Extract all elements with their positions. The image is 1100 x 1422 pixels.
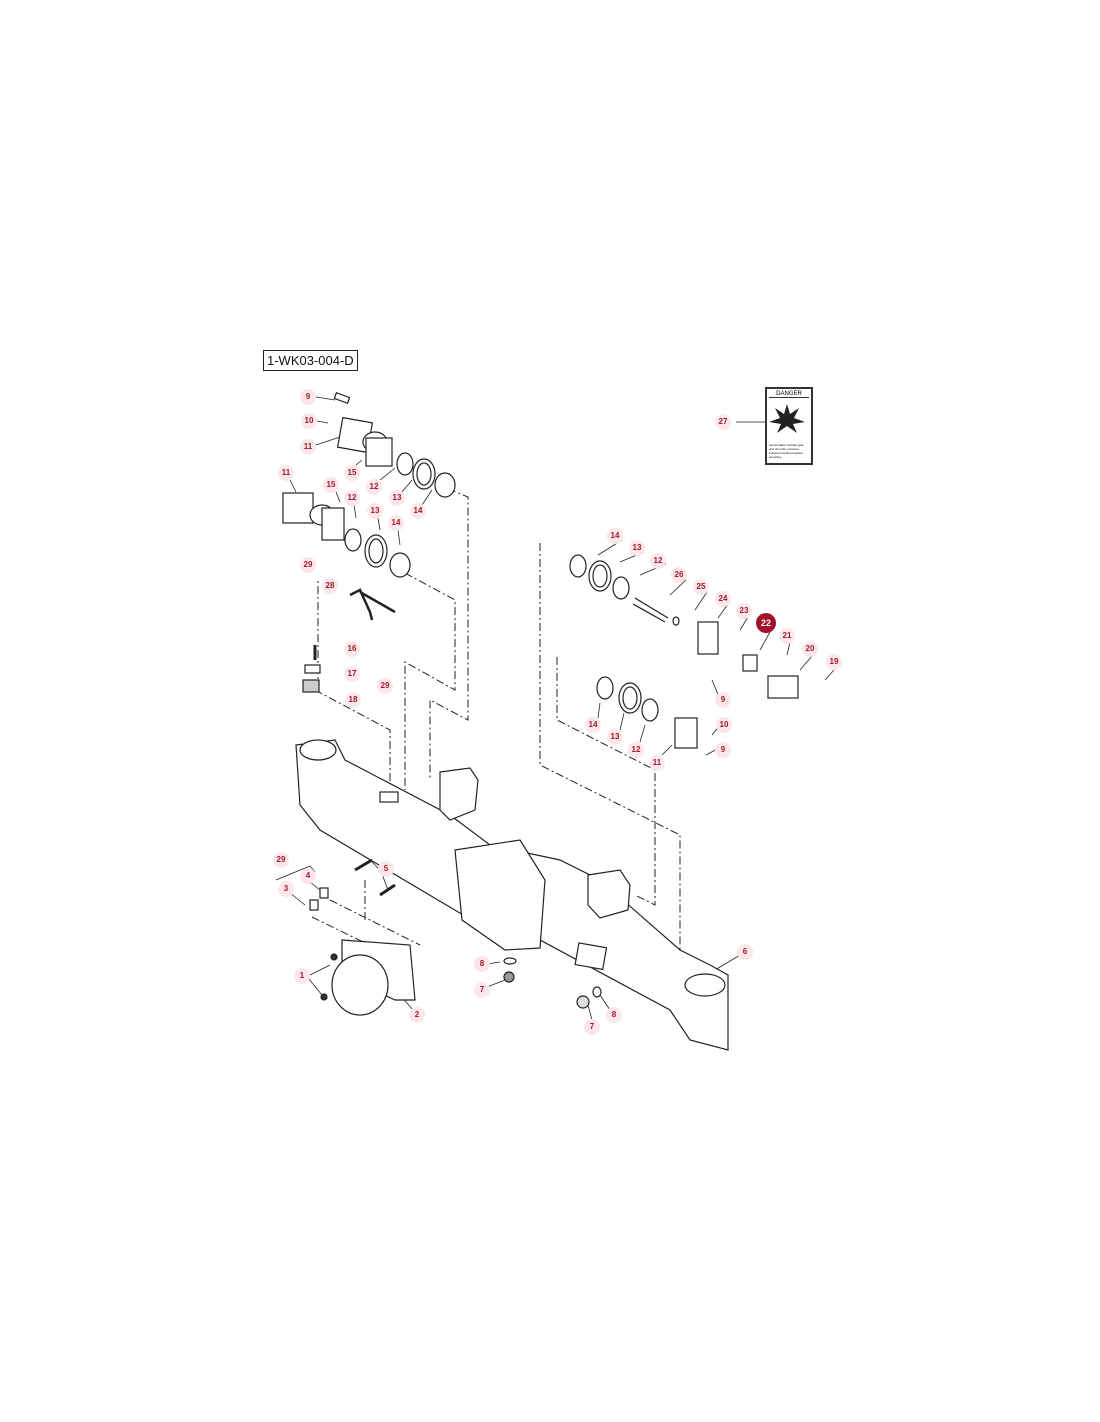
- callout[interactable]: 14: [607, 528, 623, 544]
- callout[interactable]: 2: [409, 1007, 425, 1023]
- callout[interactable]: 7: [584, 1019, 600, 1035]
- callout[interactable]: 8: [606, 1007, 622, 1023]
- callout[interactable]: 19: [826, 654, 842, 670]
- callout[interactable]: 20: [802, 641, 818, 657]
- callout[interactable]: 11: [649, 755, 665, 771]
- cover-20: [767, 675, 799, 699]
- accumulator: [331, 954, 389, 1016]
- block-18: [302, 679, 320, 693]
- callout[interactable]: 16: [344, 641, 360, 657]
- callout[interactable]: 10: [716, 717, 732, 733]
- callout[interactable]: 13: [629, 540, 645, 556]
- parts: [282, 392, 799, 1051]
- callout[interactable]: 27: [715, 414, 731, 430]
- callout[interactable]: 23: [736, 603, 752, 619]
- callout[interactable]: 11: [300, 439, 316, 455]
- callout[interactable]: 17: [344, 666, 360, 682]
- housing-11-right: [674, 717, 698, 749]
- explosion-icon: [769, 404, 805, 433]
- callout[interactable]: 14: [410, 503, 426, 519]
- callout[interactable]: 29: [377, 678, 393, 694]
- ring-12-upper: [396, 452, 414, 476]
- bearing-14-upper: [434, 472, 456, 498]
- callout[interactable]: 12: [344, 490, 360, 506]
- decal-heading: DANGER: [769, 391, 809, 398]
- housing-24: [697, 621, 719, 655]
- callout[interactable]: 26: [671, 567, 687, 583]
- callout[interactable]: 5: [378, 861, 394, 877]
- callout[interactable]: 28: [322, 578, 338, 594]
- decal-text: Accumulator contains gas and oil under p…: [769, 443, 804, 459]
- leader-lines: [275, 396, 835, 1021]
- callout[interactable]: 21: [779, 628, 795, 644]
- bolt-9: [333, 392, 351, 404]
- callout-highlighted[interactable]: 22: [756, 613, 776, 633]
- callout[interactable]: 9: [300, 389, 316, 405]
- plate-17: [304, 664, 321, 674]
- callout[interactable]: 29: [273, 852, 289, 868]
- callout[interactable]: 1: [294, 968, 310, 984]
- callout[interactable]: 13: [367, 503, 383, 519]
- callout[interactable]: 18: [345, 692, 361, 708]
- callout[interactable]: 8: [474, 956, 490, 972]
- callout[interactable]: 10: [301, 413, 317, 429]
- switch-22: [742, 654, 758, 672]
- pin-26: [632, 597, 669, 623]
- gasket-15-upper: [365, 437, 393, 467]
- callout[interactable]: 25: [693, 579, 709, 595]
- housing-11-lower: [282, 492, 314, 524]
- callout[interactable]: 13: [389, 490, 405, 506]
- diagram-reference-label: 1-WK03-004-D: [263, 350, 358, 371]
- callout[interactable]: 4: [300, 868, 316, 884]
- callout[interactable]: 14: [388, 515, 404, 531]
- callout[interactable]: 9: [715, 692, 731, 708]
- callout[interactable]: 15: [323, 477, 339, 493]
- callout[interactable]: 29: [300, 557, 316, 573]
- callout[interactable]: 24: [715, 591, 731, 607]
- callout[interactable]: 6: [737, 944, 753, 960]
- guide-lines: [311, 488, 681, 961]
- callout[interactable]: 12: [366, 479, 382, 495]
- callout[interactable]: 9: [715, 742, 731, 758]
- callout[interactable]: 11: [278, 465, 294, 481]
- callout[interactable]: 15: [344, 465, 360, 481]
- callout[interactable]: 13: [607, 729, 623, 745]
- danger-decal-27: DANGER Accumulator contains gas and oil …: [765, 387, 813, 465]
- mount-left: [439, 767, 479, 821]
- mount-right: [587, 869, 631, 919]
- gasket-15-lower: [321, 507, 345, 541]
- callout[interactable]: 3: [278, 881, 294, 897]
- callout[interactable]: 12: [650, 553, 666, 569]
- callout[interactable]: 12: [628, 742, 644, 758]
- callout[interactable]: 14: [585, 717, 601, 733]
- clip-28: [349, 588, 396, 621]
- callout[interactable]: 7: [474, 982, 490, 998]
